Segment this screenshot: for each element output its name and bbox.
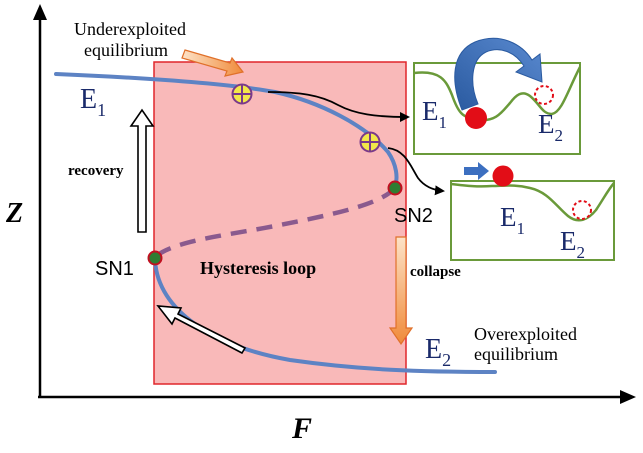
x-axis-label: F [291, 412, 312, 445]
marker-1 [231, 83, 253, 105]
empty-state-e2-lower [572, 200, 592, 220]
unstable-branch [153, 186, 397, 259]
empty-state-e2 [534, 85, 554, 105]
inset1-e1-label: E1 [422, 96, 447, 132]
y-axis-arrowhead [33, 4, 47, 20]
jump-arrow [454, 37, 543, 111]
hysteresis-loop-region [153, 61, 407, 385]
upper-stable-branch [54, 72, 399, 190]
inset2-e2-label: E2 [560, 226, 585, 262]
overexploited-label-2: equilibrium [474, 344, 558, 364]
diagonal-return-arrow [156, 305, 247, 355]
ball-e1-shifted [492, 165, 514, 187]
axes [33, 4, 636, 404]
recovery-label: recovery [68, 163, 124, 179]
collapse-label: collapse [410, 264, 461, 280]
orange-diagonal-arrow [181, 49, 245, 77]
x-axis-arrowhead [620, 390, 636, 404]
sn2-label: SN2 [394, 205, 433, 227]
lower-stable-branch [153, 255, 497, 374]
overexploited-label-1: Overexploited [474, 324, 577, 344]
recovery-arrow [129, 108, 155, 233]
inset1-e2-label: E2 [538, 109, 563, 145]
collapse-arrow [388, 236, 414, 346]
ball-e1 [465, 107, 487, 129]
curve-e1-label: E1 [80, 84, 106, 120]
marker-2 [359, 131, 381, 153]
y-axis-label: Z [5, 198, 23, 229]
curve-e2-label: E2 [425, 334, 451, 370]
landscape-inset-2 [450, 162, 615, 261]
landscape-inset-1 [413, 37, 582, 155]
sn1-label: SN1 [95, 258, 134, 280]
push-arrow [464, 162, 489, 180]
connector-arrow-2 [387, 147, 445, 196]
sn1-point [147, 250, 163, 266]
connector-arrow-1 [267, 91, 410, 122]
hysteresis-label: Hysteresis loop [200, 258, 316, 278]
inset2-e1-label: E1 [500, 202, 525, 238]
underexploited-label-2: equilibrium [84, 40, 168, 60]
sn2-point [387, 180, 403, 196]
underexploited-label-1: Underexploited [74, 19, 186, 39]
